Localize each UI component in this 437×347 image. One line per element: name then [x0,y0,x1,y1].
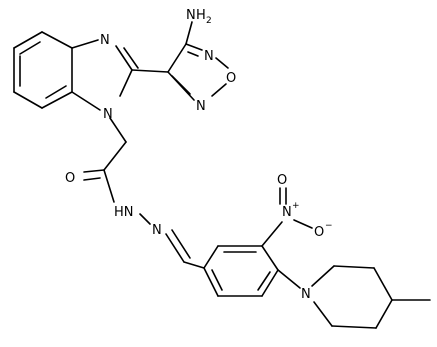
benzo-ring [13,31,73,109]
nitro-o-charge: − [325,221,333,231]
oxadiazole-ring [131,21,229,101]
amine-h-label: H [196,8,206,23]
benzimidazole-n1-label: N [103,107,113,122]
nitro-group [261,187,313,247]
amine-n-label: N [186,8,196,23]
carbonyl-o-label: O [65,171,75,186]
amine-h-count: 2 [206,16,212,26]
nitro-n-charge: + [292,201,300,211]
oxadiazole-n-top-label: N [204,49,214,64]
nitro-o-side-label: O [314,225,324,240]
piperidine-ring [277,265,431,329]
hydrazone-chain [139,213,205,269]
oxadiazole-o-label: O [226,71,236,86]
hydrazone-n-label: N [152,223,162,238]
nitro-o-top-label: O [277,173,287,188]
acetyl-chain [83,117,127,203]
aryl-ring [203,245,279,297]
piperidine-n-label: N [301,287,311,302]
benzimidazole-n3-label: N [100,33,110,48]
oxadiazole-n-bottom-label: N [196,99,206,114]
nitro-n-label: N [282,205,292,220]
imidazole-ring [71,39,139,111]
hydrazide-nh-label: HN [114,205,134,220]
